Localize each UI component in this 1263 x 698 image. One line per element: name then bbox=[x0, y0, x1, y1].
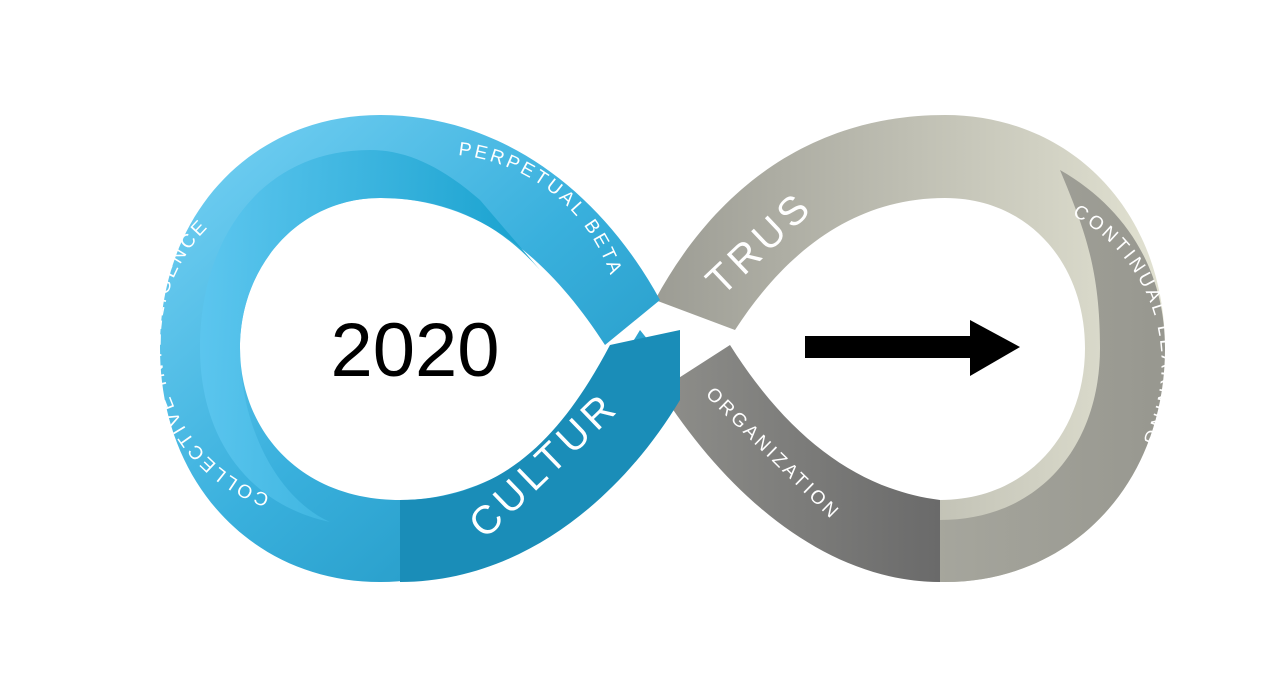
right-arrow-icon bbox=[805, 320, 1020, 376]
gray-dark-band bbox=[660, 345, 940, 582]
year-label: 2020 bbox=[330, 308, 499, 393]
label-culture: CULTURE bbox=[0, 0, 627, 546]
right-loop bbox=[655, 115, 1165, 582]
gray-inner-shade bbox=[735, 170, 1165, 582]
blue-front-band bbox=[400, 330, 680, 582]
left-loop bbox=[160, 115, 680, 582]
